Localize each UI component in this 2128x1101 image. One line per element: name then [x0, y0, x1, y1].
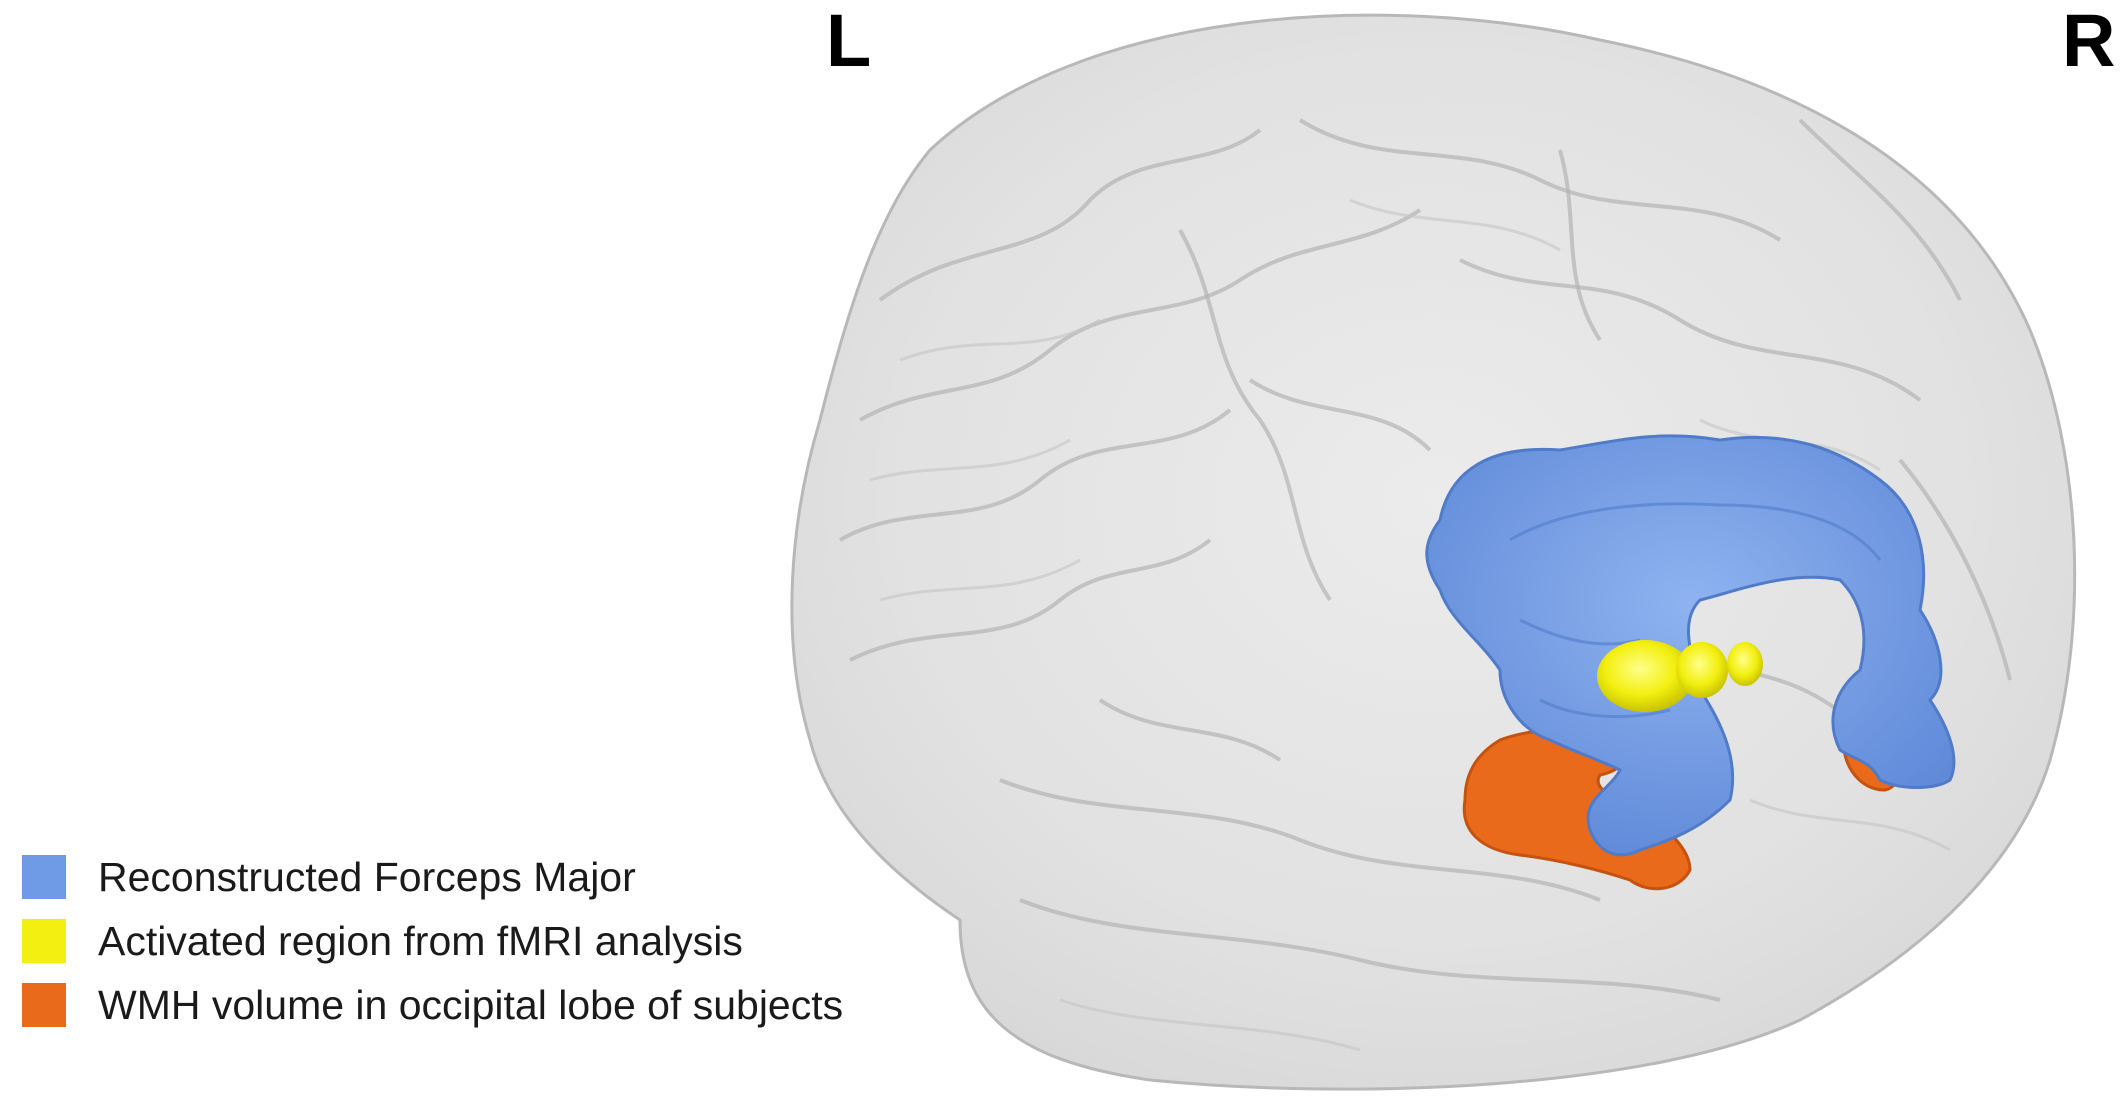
legend-item-fmri-activation: Activated region from fMRI analysis: [22, 909, 843, 973]
legend-item-wmh-volume: WMH volume in occipital lobe of subjects: [22, 973, 843, 1037]
legend-swatch-forceps-major: [22, 855, 66, 899]
legend-label-wmh-volume: WMH volume in occipital lobe of subjects: [98, 981, 844, 1028]
fmri-activation: [1597, 640, 1763, 712]
legend-swatch-wmh-volume: [22, 983, 66, 1027]
legend-label-forceps-major: Reconstructed Forceps Major: [98, 853, 636, 900]
legend-label-fmri-activation: Activated region from fMRI analysis: [98, 917, 743, 964]
orientation-label-left: L: [826, 0, 872, 82]
orientation-label-right: R: [2062, 0, 2116, 82]
forceps-major: [1425, 434, 1956, 857]
legend: Reconstructed Forceps Major Activated re…: [22, 845, 843, 1037]
legend-swatch-fmri-activation: [22, 919, 66, 963]
legend-item-forceps-major: Reconstructed Forceps Major: [22, 845, 843, 909]
